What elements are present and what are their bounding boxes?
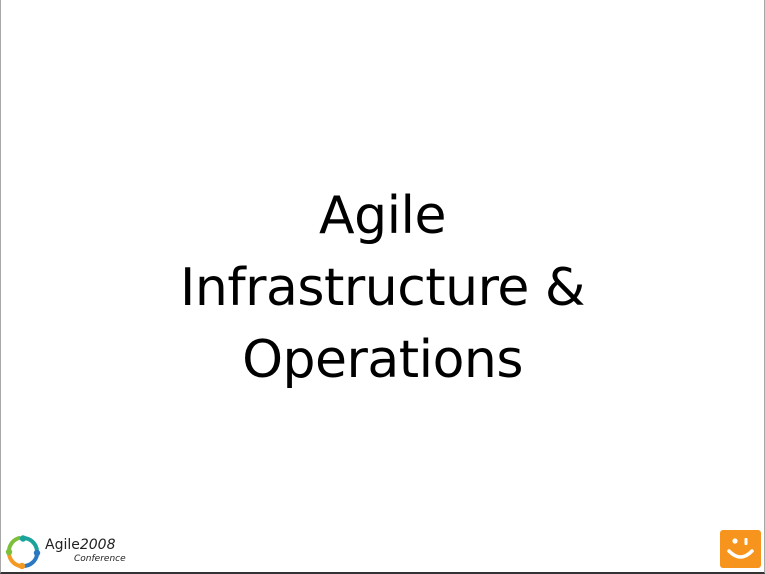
smiley-face-icon [727,538,754,559]
slide-title: Agile Infrastructure & Operations [1,180,764,396]
logo-name: Agile2008 [45,537,116,553]
logo-subtitle: Conference [74,554,126,564]
agile-conference-logo-icon [5,535,41,569]
agile-conference-logo: Agile2008 Conference [5,533,135,571]
title-line-2: Infrastructure & [180,258,585,318]
smiley-badge [720,530,761,568]
logo-word: Agile [45,537,80,553]
logo-year: 2008 [79,537,116,553]
title-line-3: Operations [242,330,523,390]
title-line-1: Agile [319,186,446,246]
